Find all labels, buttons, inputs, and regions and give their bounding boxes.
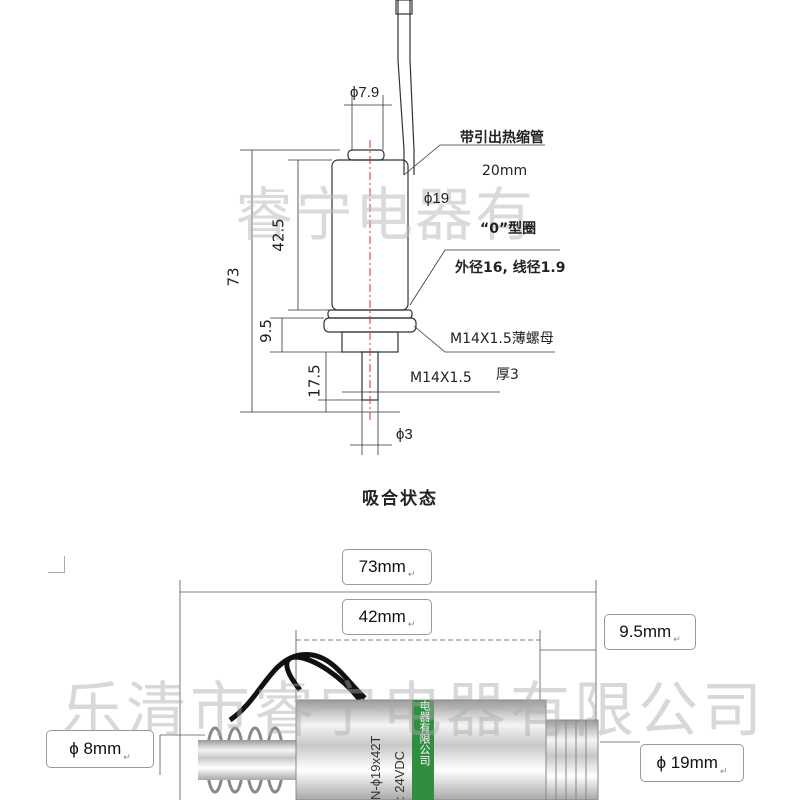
- label-total-length-text: 73mm: [358, 557, 406, 576]
- label-body-length-text: 42mm: [358, 607, 406, 626]
- corner-mark: [48, 556, 65, 573]
- product-photo: [159, 580, 640, 800]
- label-thread-length-text: 9.5mm: [619, 622, 672, 641]
- state-caption: 吸合状态: [362, 489, 438, 509]
- callout-lead-length: 20mm: [482, 163, 528, 179]
- top-watermark: 睿宁电器有: [235, 181, 536, 249]
- label-plunger-diameter-text: ϕ 8mm: [69, 739, 122, 758]
- plunger: [198, 740, 298, 780]
- lead-sleeve: [395, 0, 413, 15]
- company-stripe-text: 电器有限公司: [418, 700, 431, 766]
- callout-lead: 带引出热缩管: [460, 130, 544, 146]
- photo-watermark: 乐清市睿宁电器有限公司: [62, 676, 766, 746]
- dim-9-5: 9.5: [256, 319, 275, 343]
- callout-nut: M14X1.5薄螺母: [450, 331, 554, 347]
- label-body-diameter: ϕ 19mm↵: [640, 744, 744, 782]
- dim-phi-3: ϕ3: [396, 426, 413, 443]
- callout-o-ring-size: 外径16, 线径1.9: [455, 260, 566, 276]
- technical-drawing: [240, 0, 560, 455]
- label-body-diameter-text: ϕ 19mm: [656, 753, 718, 772]
- photo-wires: [228, 652, 367, 723]
- dim-73: 73: [224, 267, 243, 287]
- callout-nut-thickness: 厚3: [496, 367, 519, 383]
- dim-17-5: 17.5: [305, 364, 324, 398]
- plunger-knob: [347, 149, 385, 161]
- dim-thread: M14X1.5: [410, 370, 472, 386]
- label-total-length: 73mm↵: [342, 549, 432, 585]
- dim-phi-19: ϕ19: [424, 190, 450, 207]
- label-thread-length: 9.5mm↵: [604, 614, 696, 650]
- lead-wire: [397, 0, 405, 175]
- company-stripe: [412, 700, 434, 800]
- label-body-length: 42mm↵: [342, 599, 432, 635]
- label-plunger-diameter: ϕ 8mm↵: [46, 730, 154, 768]
- dim-phi-7-9: ϕ7.9: [350, 84, 380, 101]
- thread-end: [545, 719, 599, 800]
- callout-o-ring: “0”型圈: [480, 221, 537, 237]
- dim-42-5: 42.5: [269, 218, 288, 252]
